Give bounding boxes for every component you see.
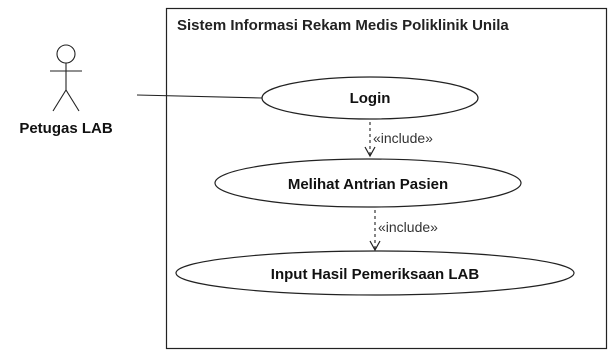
association-line	[136, 94, 263, 99]
include-label-1: «include»	[373, 130, 433, 146]
use-case-input-hasil-label: Input Hasil Pemeriksaan LAB	[271, 266, 480, 283]
system-title: Sistem Informasi Rekam Medis Poliklinik …	[177, 17, 509, 34]
use-case-input-hasil: Input Hasil Pemeriksaan LAB	[175, 250, 575, 296]
actor-label: Petugas LAB	[19, 120, 113, 137]
include-label-2: «include»	[378, 219, 438, 235]
actor-icon	[50, 44, 82, 112]
use-case-login: Login	[261, 76, 479, 120]
use-case-melihat-antrian: Melihat Antrian Pasien	[214, 158, 522, 208]
use-case-login-label: Login	[350, 90, 391, 107]
use-case-melihat-antrian-label: Melihat Antrian Pasien	[288, 176, 448, 193]
